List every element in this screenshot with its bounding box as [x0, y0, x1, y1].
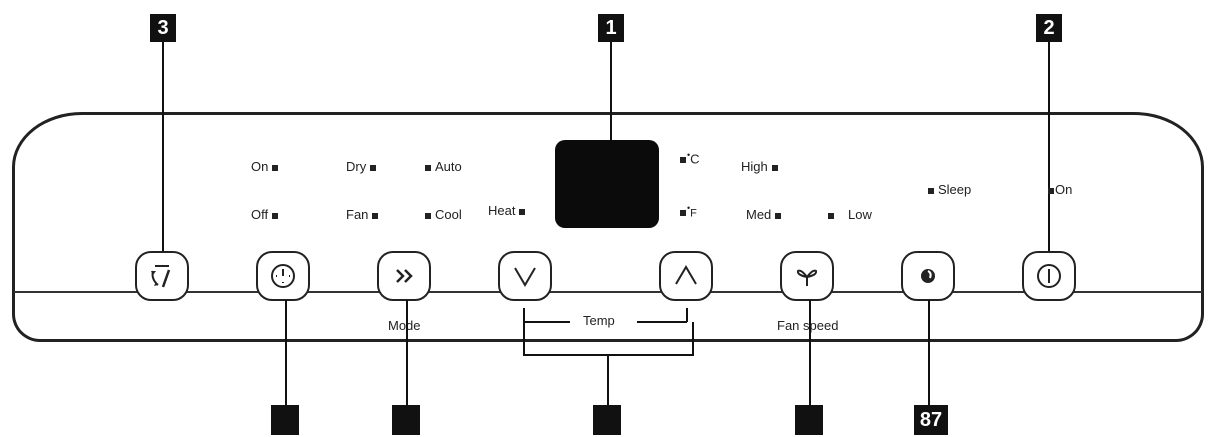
cool-indicator: Cool — [421, 207, 462, 222]
callout-block-fan — [795, 405, 823, 435]
timer-off-indicator: Off — [251, 207, 282, 222]
fan-high-indicator: High — [741, 159, 782, 174]
callout-line-temp — [607, 355, 609, 406]
fahrenheit-indicator: •F — [676, 203, 697, 219]
heat-indicator: Heat — [488, 203, 529, 218]
sleep-indicator: Sleep — [924, 182, 971, 197]
callout-line-swing — [162, 42, 164, 254]
sleep-button[interactable] — [901, 251, 955, 301]
callout-block-timer — [271, 405, 299, 435]
celsius-indicator: •C — [676, 150, 700, 166]
fan-speed-label: Fan speed — [777, 318, 839, 333]
fan-med-indicator: Med — [746, 207, 785, 222]
power-button[interactable] — [1022, 251, 1076, 301]
fan-speed-button[interactable] — [780, 251, 834, 301]
power-icon — [1037, 264, 1061, 288]
mode-icon — [396, 269, 413, 283]
temp-down-icon — [514, 267, 536, 287]
callout-block-mode — [392, 405, 420, 435]
power-on-indicator: On — [1044, 182, 1072, 197]
temp-bracket-line-right — [637, 321, 687, 323]
callout-line-power — [1048, 42, 1050, 254]
timer-on-indicator: On — [251, 159, 282, 174]
temp-up-button[interactable] — [659, 251, 713, 301]
callout-line-display — [610, 42, 612, 140]
swing-icon — [151, 265, 171, 288]
callout-line-sleep — [928, 300, 930, 406]
fan-icon — [796, 269, 818, 286]
mode-button[interactable] — [377, 251, 431, 301]
temp-connector-right — [692, 322, 694, 355]
panel-divider — [14, 291, 1202, 293]
temp-bracket-line-left — [524, 321, 570, 323]
auto-indicator: Auto — [421, 159, 462, 174]
callout-line-timer — [285, 300, 287, 406]
temp-label: Temp — [583, 313, 615, 328]
fan-mode-indicator: Fan — [346, 207, 382, 222]
timer-button[interactable] — [256, 251, 310, 301]
timer-icon — [271, 264, 295, 288]
callout-block-temp — [593, 405, 621, 435]
temp-up-icon — [675, 265, 697, 285]
dry-indicator: Dry — [346, 159, 380, 174]
fan-low-indicator: Low — [824, 207, 872, 222]
callout-sleep: 87 — [914, 405, 948, 435]
callout-swing: 3 — [150, 14, 176, 42]
callout-display: 1 — [598, 14, 624, 42]
swing-button[interactable] — [135, 251, 189, 301]
callout-power: 2 — [1036, 14, 1062, 42]
temp-bracket-right — [686, 308, 688, 322]
temp-down-button[interactable] — [498, 251, 552, 301]
sleep-icon — [921, 269, 935, 283]
temperature-display — [555, 140, 659, 228]
temp-connector-left — [523, 322, 525, 355]
callout-line-mode — [406, 300, 408, 406]
mode-label: Mode — [388, 318, 421, 333]
temp-bracket-left — [523, 308, 525, 322]
callout-line-fan — [809, 300, 811, 406]
